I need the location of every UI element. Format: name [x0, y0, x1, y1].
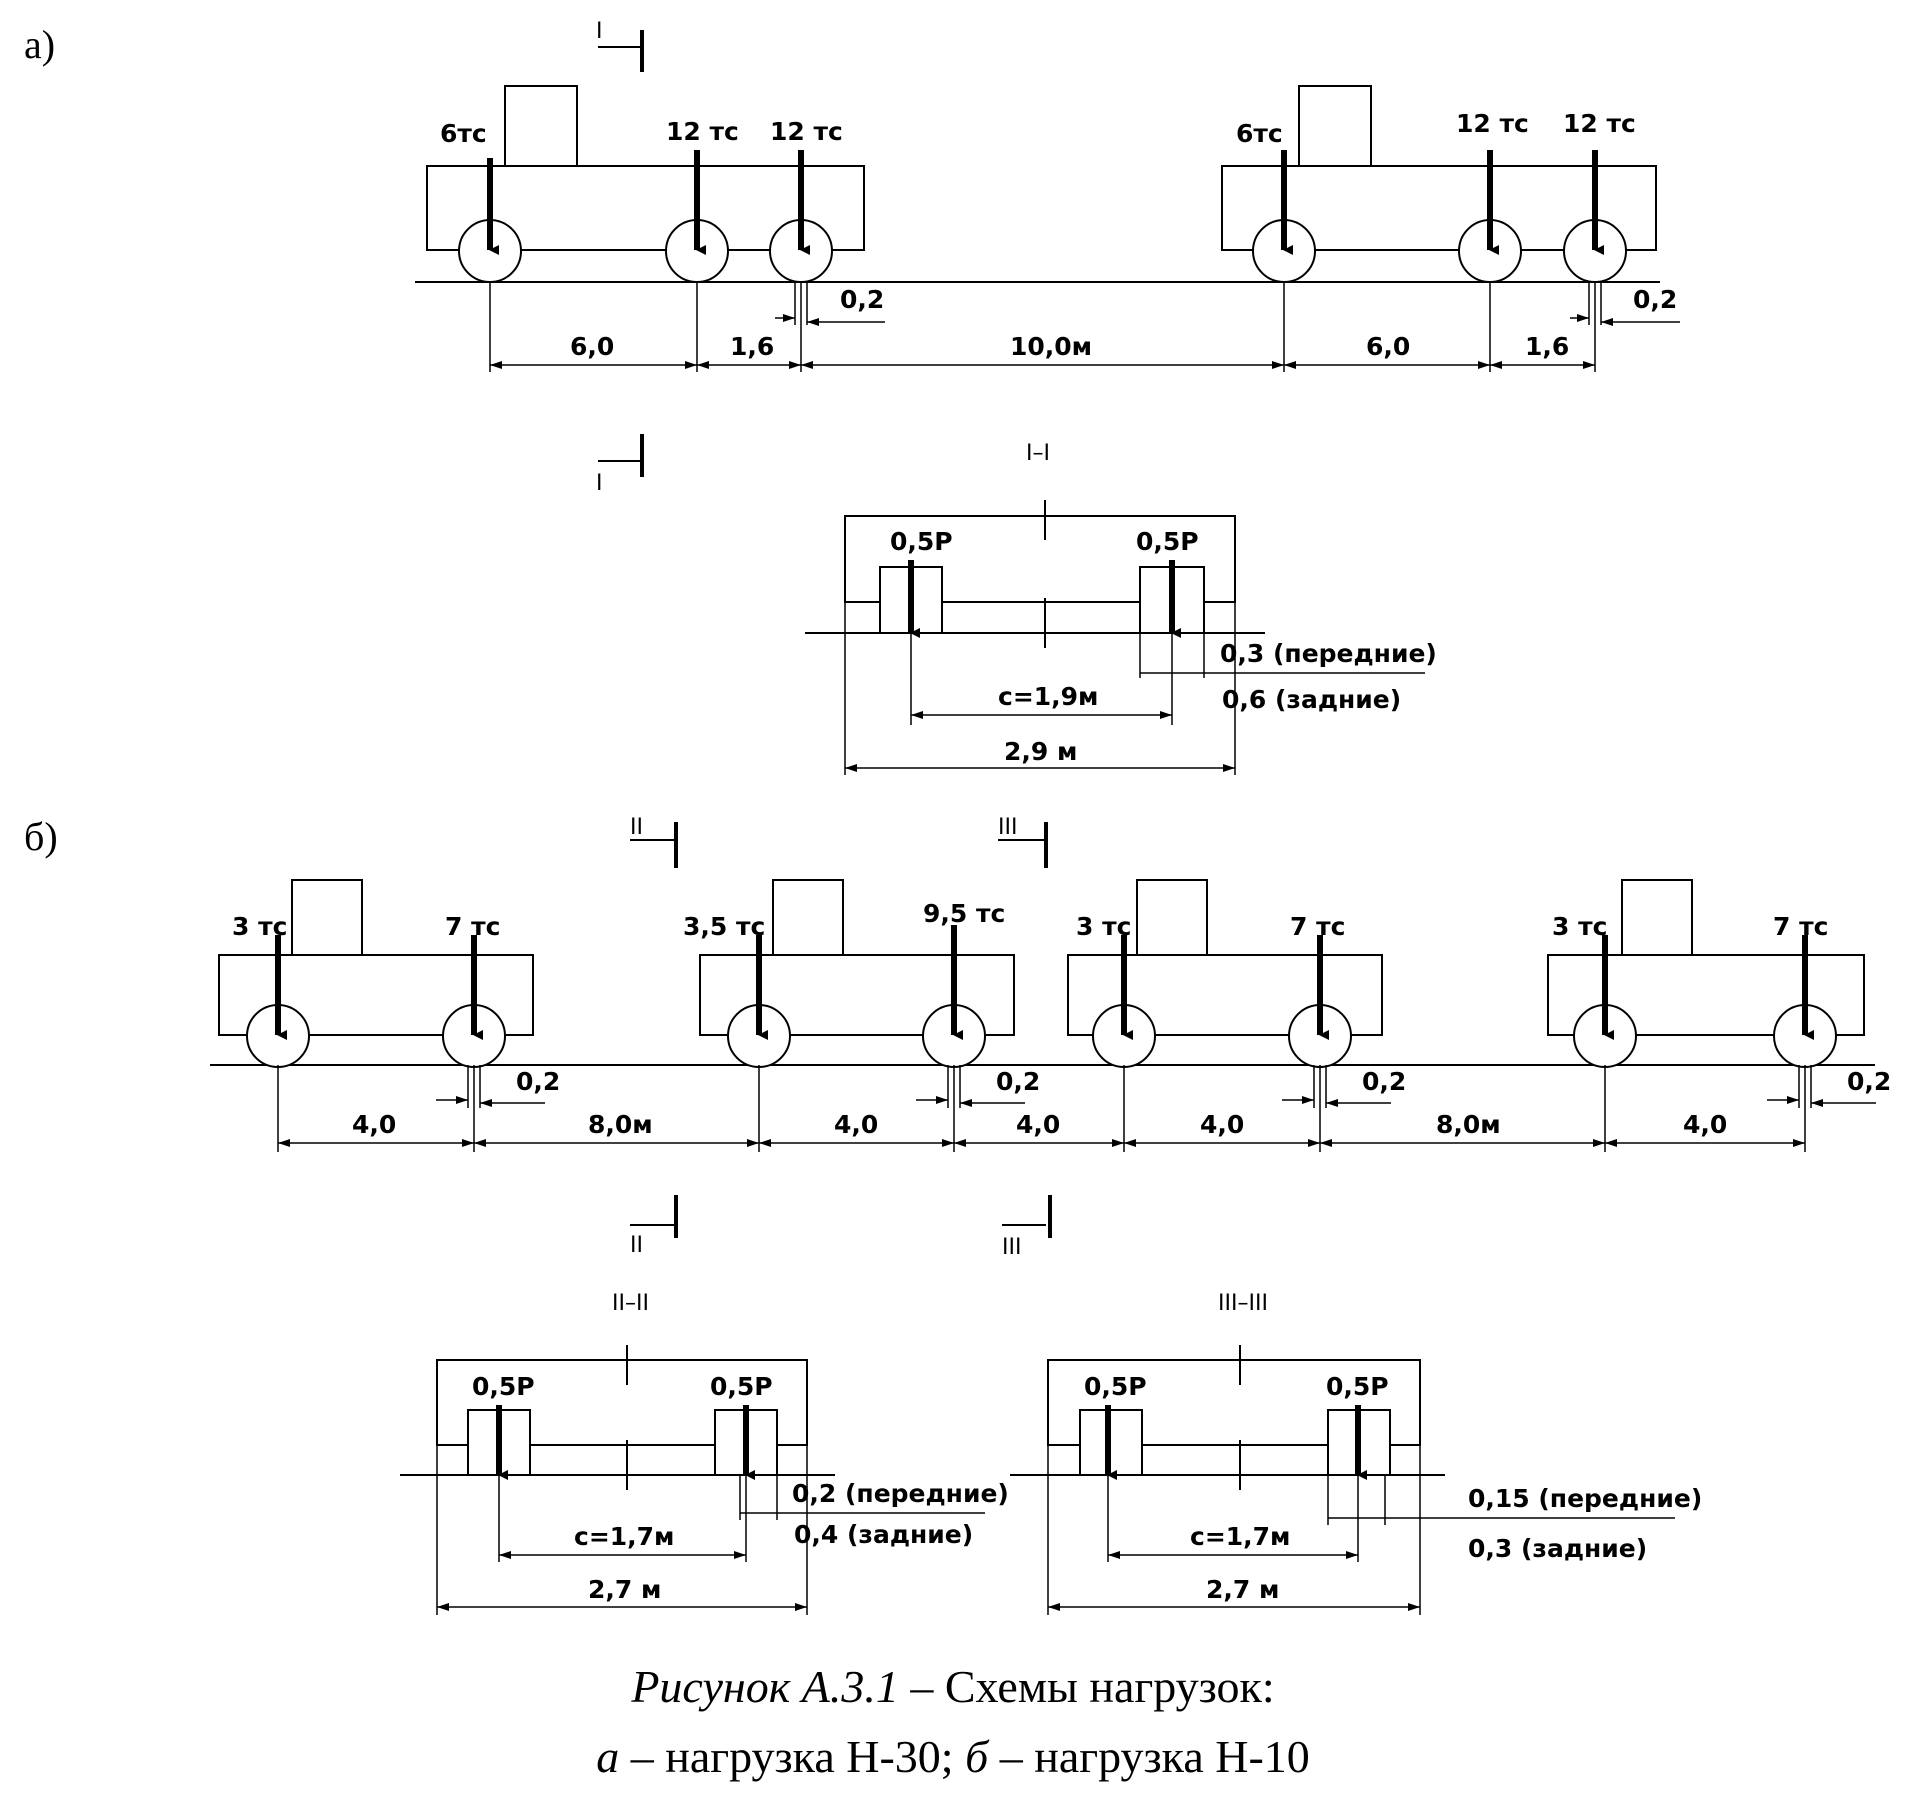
force-label: 0,5P — [1326, 1372, 1389, 1401]
panel-a-label: а) — [24, 22, 55, 67]
dimension-label: 8,0м — [588, 1110, 653, 1139]
wheel-load-arrows-i — [908, 560, 1181, 638]
gap-label: 0,2 — [996, 1067, 1040, 1096]
load-arrows-a2 — [1281, 150, 1604, 255]
load-arrows-b1 — [275, 935, 483, 1040]
dimension-label: 1,6 — [730, 332, 774, 361]
panel-b-label: б) — [24, 814, 58, 859]
cross-section-iii — [1010, 1345, 1445, 1490]
truck-b4 — [1547, 879, 1865, 1068]
front-wheel-label: 0,2 (передние) — [792, 1479, 1009, 1508]
load-arrows-b2 — [756, 925, 963, 1040]
load-arrows-a1 — [487, 150, 810, 255]
dimension-label: 6,0 — [1366, 332, 1410, 361]
load-label: 12 тс — [666, 117, 739, 146]
rear-wheel-label: 0,4 (задние) — [794, 1520, 973, 1549]
cut-label: II — [630, 815, 643, 840]
overall-width-label: 2,7 м — [1206, 1575, 1279, 1604]
wheel-load-arrows-iii — [1105, 1405, 1367, 1480]
track-width-label: с=1,7м — [574, 1522, 675, 1551]
track-width-label: с=1,9м — [998, 682, 1099, 711]
load-label: 12 тс — [1563, 109, 1636, 138]
dimension-label: 1,6 — [1525, 332, 1569, 361]
load-arrows-b4 — [1602, 935, 1814, 1040]
cut-label: II — [630, 1233, 643, 1258]
force-label: 0,5P — [890, 527, 953, 556]
cross-section-i — [805, 500, 1265, 648]
load-label: 12 тс — [1456, 109, 1529, 138]
overall-width-label: 2,7 м — [588, 1575, 661, 1604]
track-width-label: с=1,7м — [1190, 1522, 1291, 1551]
load-label: 9,5 тс — [923, 899, 1005, 928]
section-cut-mark-a — [598, 30, 644, 477]
dimension-lines-section-ii — [436, 1445, 985, 1615]
dimension-label: 8,0м — [1436, 1110, 1501, 1139]
cut-label: III — [998, 815, 1017, 840]
load-label: 3,5 тс — [683, 912, 765, 941]
gap-label: 0,2 — [1633, 285, 1677, 314]
section-title: II–II — [612, 1291, 649, 1316]
truck-b3 — [1067, 879, 1383, 1068]
force-label: 0,5P — [1136, 527, 1199, 556]
legend-text-b: – нагрузка Н-10 — [988, 1731, 1310, 1782]
dimension-lines-b — [277, 1065, 1876, 1152]
gap-label: 0,2 — [1362, 1067, 1406, 1096]
dimension-label: 6,0 — [570, 332, 614, 361]
load-arrows-b3 — [1121, 935, 1329, 1040]
overall-width-label: 2,9 м — [1004, 737, 1077, 766]
gap-label: 0,2 — [516, 1067, 560, 1096]
force-label: 0,5P — [710, 1372, 773, 1401]
load-label: 6тс — [440, 119, 487, 148]
dimension-label: 4,0 — [834, 1110, 878, 1139]
front-wheel-label: 0,3 (передние) — [1220, 639, 1437, 668]
cut-label: I — [596, 19, 603, 44]
legend-key-a: а — [596, 1731, 620, 1782]
section-title: I–I — [1026, 441, 1050, 466]
rear-wheel-label: 0,6 (задние) — [1222, 685, 1401, 714]
gap-label: 0,2 — [1847, 1067, 1891, 1096]
load-label: 3 тс — [1076, 912, 1131, 941]
caption-text: – Схемы нагрузок: — [898, 1661, 1275, 1712]
force-label: 0,5P — [472, 1372, 535, 1401]
force-label: 0,5P — [1084, 1372, 1147, 1401]
load-label: 3 тс — [232, 912, 287, 941]
load-label: 7 тс — [1290, 912, 1345, 941]
legend-key-b: б — [965, 1731, 989, 1782]
dimension-lines-section-iii — [1047, 1445, 1675, 1615]
dimension-label: 10,0м — [1010, 332, 1092, 361]
cut-label: III — [1002, 1235, 1021, 1260]
dimension-label: 4,0 — [1016, 1110, 1060, 1139]
front-wheel-label: 0,15 (передние) — [1468, 1484, 1702, 1513]
dimension-label: 4,0 — [1200, 1110, 1244, 1139]
dimension-label: 4,0 — [352, 1110, 396, 1139]
dimension-lines-section-i — [844, 602, 1425, 775]
legend-text-a: – нагрузка Н-30; — [619, 1731, 966, 1782]
rear-wheel-label: 0,3 (задние) — [1468, 1534, 1647, 1563]
figure-caption-title: Рисунок А.3.1 – Схемы нагрузок: — [0, 1660, 1906, 1713]
figure-caption-legend: а – нагрузка Н-30; б – нагрузка Н-10 — [0, 1730, 1906, 1783]
load-label: 7 тс — [445, 912, 500, 941]
section-cut-marks-b — [630, 822, 1052, 1238]
cut-label: I — [596, 471, 603, 496]
dimension-lines-a — [489, 281, 1680, 372]
section-title: III–III — [1218, 1291, 1268, 1316]
gap-label: 0,2 — [840, 285, 884, 314]
load-label: 3 тс — [1552, 912, 1607, 941]
truck-b1 — [218, 879, 534, 1068]
figure-number: Рисунок А.3.1 — [631, 1661, 899, 1712]
wheel-load-arrows-ii — [496, 1405, 755, 1480]
load-label: 12 тс — [770, 117, 843, 146]
dimension-label: 4,0 — [1683, 1110, 1727, 1139]
load-label: 6тс — [1236, 119, 1283, 148]
cross-section-ii — [400, 1345, 835, 1490]
load-label: 7 тс — [1773, 912, 1828, 941]
